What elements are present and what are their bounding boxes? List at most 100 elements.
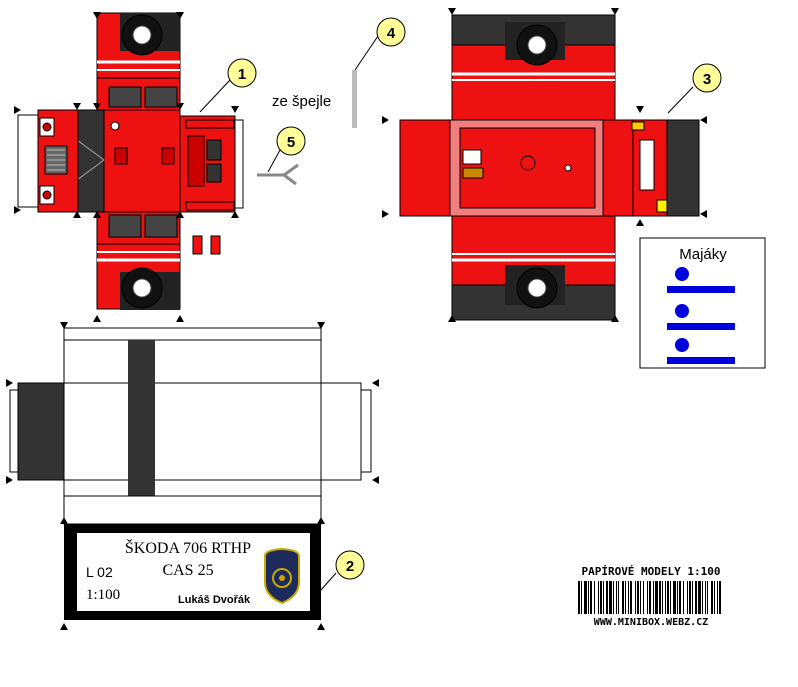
cab-net xyxy=(17,12,244,310)
barcode-bar xyxy=(689,581,691,614)
spejle-label: ze špejle xyxy=(272,93,331,110)
barcode-bar xyxy=(643,581,644,614)
svg-text:4: 4 xyxy=(387,25,396,42)
cab-window-top-left xyxy=(108,86,142,108)
barcode-bar xyxy=(679,581,681,614)
body-rear xyxy=(399,119,451,217)
callout-4: 4 xyxy=(376,17,406,47)
beacon-dome-3 xyxy=(675,338,689,352)
svg-text:2: 2 xyxy=(346,558,354,575)
barcode-bar xyxy=(640,581,641,614)
alignment-triangle xyxy=(176,12,184,19)
body-side-bottom xyxy=(451,215,616,289)
barcode-bar xyxy=(698,581,701,614)
shell-left-flap xyxy=(17,382,65,481)
alignment-triangle xyxy=(317,623,325,630)
alignment-triangle xyxy=(176,315,184,322)
alignment-triangle xyxy=(176,103,184,110)
shell-stripe xyxy=(128,340,155,524)
alignment-triangle xyxy=(93,12,101,19)
barcode-bar xyxy=(711,581,713,614)
wiper-part xyxy=(257,149,299,186)
barcode-bar xyxy=(667,581,669,614)
beacon-dome-2 xyxy=(675,304,689,318)
callout-1: 1 xyxy=(227,58,257,88)
beacon-strip-2 xyxy=(667,323,735,330)
alignment-triangle xyxy=(60,517,68,524)
barcode-bar xyxy=(653,581,654,614)
alignment-triangle xyxy=(93,315,101,322)
barcode-bar xyxy=(588,581,589,614)
skewer-part: ze špejle xyxy=(272,35,379,128)
callout-3: 3 xyxy=(692,63,722,93)
barcode-bar xyxy=(687,581,688,614)
alignment-triangle xyxy=(60,623,68,630)
alignment-triangle xyxy=(611,315,619,322)
barcode-bar xyxy=(659,581,661,614)
barcode-bar xyxy=(622,581,624,614)
label-subtitle: CAS 25 xyxy=(162,562,213,579)
shell-right-flap xyxy=(320,382,362,481)
branding-url: WWW.MINIBOX.WEBZ.CZ xyxy=(594,617,708,628)
barcode-bar xyxy=(705,581,706,614)
branding-heading: PAPÍROVÉ MODELY 1:100 xyxy=(581,565,720,578)
alignment-triangle xyxy=(6,379,13,387)
barcode-bar xyxy=(662,581,663,614)
hubcap-top-cab xyxy=(132,25,152,45)
barcode-bar xyxy=(578,581,580,614)
barcode-bar xyxy=(717,581,718,614)
alignment-triangle xyxy=(317,517,325,524)
label-author: Lukáš Dvořák xyxy=(178,594,251,606)
alignment-marks xyxy=(6,8,707,630)
alignment-triangle xyxy=(73,103,81,110)
alignment-triangle xyxy=(6,476,13,484)
cab-windshield xyxy=(76,109,105,213)
barcode-graphic xyxy=(578,581,721,614)
barcode-bar xyxy=(606,581,608,614)
alignment-triangle xyxy=(231,106,239,113)
barcode-bar xyxy=(613,581,614,614)
barcode-bar xyxy=(670,581,671,614)
alignment-triangle xyxy=(14,206,21,214)
barcode-bar xyxy=(584,581,587,614)
alignment-triangle xyxy=(382,116,389,124)
alignment-triangle xyxy=(93,103,101,110)
alignment-triangle xyxy=(60,322,68,329)
label-code: L 02 xyxy=(86,564,113,580)
barcode-bar xyxy=(719,581,721,614)
barcode-bar xyxy=(628,581,629,614)
barcode-bar xyxy=(655,581,658,614)
barcode-bar xyxy=(649,581,651,614)
alignment-triangle xyxy=(636,106,644,113)
alignment-triangle xyxy=(636,219,644,226)
majaky-title: Majáky xyxy=(679,246,727,263)
barcode-bar xyxy=(635,581,636,614)
label-card: ŠKODA 706 RTHP CAS 25 L 02 1:100 Lukáš D… xyxy=(64,524,321,620)
barcode-bar xyxy=(637,581,639,614)
alignment-triangle xyxy=(372,379,379,387)
alignment-triangle xyxy=(700,116,707,124)
barcode-bar xyxy=(616,581,617,614)
callout-2: 2 xyxy=(335,550,365,580)
alignment-triangle xyxy=(382,210,389,218)
label-title: ŠKODA 706 RTHP xyxy=(125,538,251,557)
mirror-piece-right xyxy=(210,235,221,255)
callout-5: 5 xyxy=(276,126,306,156)
alignment-triangle xyxy=(14,106,21,114)
barcode-bar xyxy=(665,581,666,614)
barcode-bar xyxy=(630,581,632,614)
barcode-bar xyxy=(702,581,703,614)
mirror-piece-left xyxy=(192,235,203,255)
cab-front-tab xyxy=(17,114,39,208)
majaky-box: Majáky xyxy=(639,237,766,369)
beacon-dome-1 xyxy=(675,267,689,281)
alignment-triangle xyxy=(372,476,379,484)
alignment-triangle xyxy=(176,211,184,218)
label-scale: 1:100 xyxy=(86,587,120,603)
barcode-bar xyxy=(673,581,676,614)
body-net xyxy=(399,14,700,321)
barcode-bar xyxy=(581,581,582,614)
barcode-bar xyxy=(600,581,602,614)
alignment-triangle xyxy=(317,322,325,329)
branding-block: PAPÍROVÉ MODELY 1:100 WWW.MINIBOX.WEBZ.C… xyxy=(578,565,721,628)
